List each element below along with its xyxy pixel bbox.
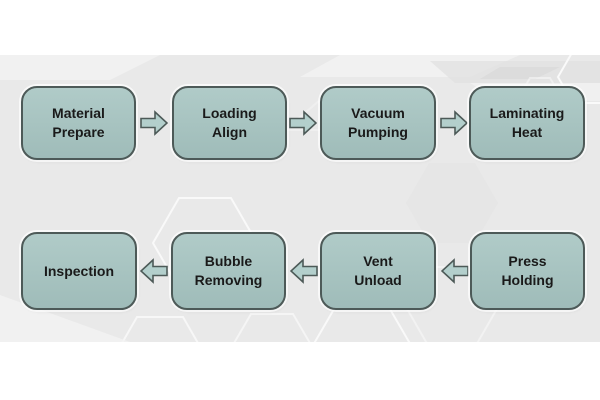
- arrow-right-icon: [289, 110, 317, 136]
- arrow-right-icon: [440, 110, 468, 136]
- step-loading-align: Loading Align: [172, 86, 287, 160]
- step-laminating-heat: Laminating Heat: [469, 86, 585, 160]
- step-vent-unload: Vent Unload: [320, 232, 436, 310]
- step-press-holding: Press Holding: [470, 232, 585, 310]
- arrow-left-icon: [441, 258, 469, 284]
- step-vacuum-pumping: Vacuum Pumping: [320, 86, 436, 160]
- step-bubble-removing: Bubble Removing: [171, 232, 286, 310]
- step-material-prepare: Material Prepare: [21, 86, 136, 160]
- arrow-left-icon: [290, 258, 318, 284]
- diagram-band: Material Prepare Loading Align Vacuum Pu…: [0, 55, 600, 342]
- arrow-left-icon: [140, 258, 168, 284]
- step-inspection: Inspection: [21, 232, 137, 310]
- arrow-right-icon: [140, 110, 168, 136]
